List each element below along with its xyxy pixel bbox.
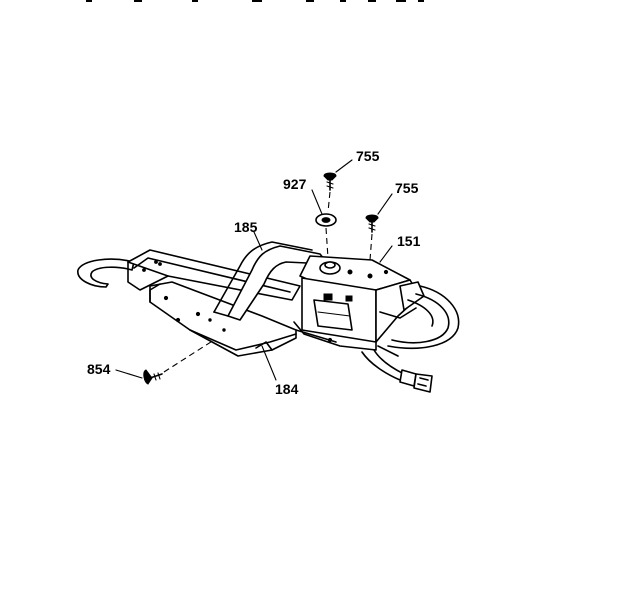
motor-151 [293,255,425,351]
washer-927 [315,213,337,227]
wire-harness [361,285,460,393]
leader-lines [115,159,393,381]
label-screw-854: 854 [87,361,111,377]
label-bracket-184: 184 [275,381,299,397]
label-bracket-185: 185 [234,219,258,235]
screw-755-top [323,172,337,191]
assembly-lines [163,191,373,373]
screw-854 [143,369,163,385]
scan-artifacts [86,0,424,2]
hook-clip [77,258,135,288]
label-washer-927: 927 [283,176,307,192]
label-motor-151: 151 [397,233,421,249]
label-screw-755-top: 755 [356,148,380,164]
screw-755-right [365,214,379,233]
label-screw-755-right: 755 [395,180,419,196]
